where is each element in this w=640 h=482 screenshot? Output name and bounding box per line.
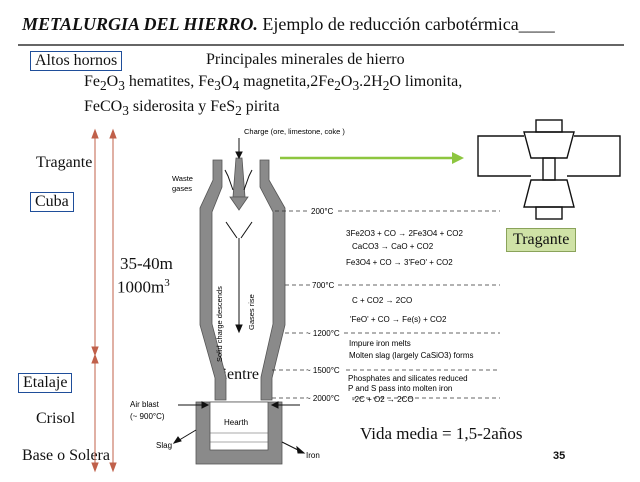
waste-gases-label-1: Waste <box>172 174 193 183</box>
temp-1500: ~ 1500°C <box>306 366 340 375</box>
temp-200: 200°C <box>311 207 334 216</box>
altos-hornos-label: Altos hornos <box>30 51 123 71</box>
gases-rise-label: Gases rise <box>247 294 256 330</box>
base-label: Base o Solera <box>22 447 110 464</box>
tragante-label: Tragante <box>36 154 93 171</box>
temp-1200: ~ 1200°C <box>306 329 340 338</box>
hearth-label: Hearth <box>224 418 248 427</box>
green-arrow <box>280 152 464 164</box>
temp-2000: ~ 2000°C <box>306 394 340 403</box>
temperature-lines <box>272 210 500 399</box>
reaction-4: C + CO2 → 2CO <box>352 296 412 305</box>
etalaje-label: Etalaje <box>18 373 73 393</box>
reaction-10: -2C + O2 → 2CO <box>352 395 414 404</box>
vida-media-text: Vida media = 1,5-2años <box>360 424 523 443</box>
title-bold: METALURGIA DEL HIERRO. <box>22 14 258 34</box>
slide-number: 35 <box>553 450 566 462</box>
height-bracket <box>91 128 117 473</box>
height-label: 35-40m <box>120 254 173 273</box>
minerals-line-1: Fe2O3 hematites, Fe3O4 magnetita,2Fe2O3.… <box>84 73 463 94</box>
temp-700: 700°C <box>312 281 335 290</box>
waste-gases-label-2: gases <box>172 184 192 193</box>
charge-label: Charge (ore, limestone, coke ) <box>244 127 345 136</box>
reaction-5: 'FeO' + CO → Fe(s) + CO2 <box>350 315 447 324</box>
air-blast-label: Air blast <box>130 400 160 409</box>
slag-label: Slag <box>156 441 172 450</box>
charge-arrow <box>235 138 243 160</box>
flow-arrows <box>225 221 253 334</box>
reaction-2: CaCO3 → CaO + CO2 <box>352 242 434 251</box>
reaction-7: Molten slag (largely CaSiO3) forms <box>349 351 473 360</box>
tragante-schematic-icon <box>477 119 621 220</box>
reaction-3: Fe3O4 + CO → 3'FeO' + CO2 <box>346 258 453 267</box>
furnace-walls <box>199 157 286 401</box>
iron-label: Iron <box>306 451 320 460</box>
crisol-label: Crisol <box>36 410 76 427</box>
waste-gas-arrows <box>224 169 253 191</box>
air-blast-arrows <box>172 401 306 454</box>
minerals-heading: Principales minerales de hierro <box>206 51 405 68</box>
reaction-6: Impure iron melts <box>349 339 411 348</box>
volume-label: 1000m3 <box>117 277 170 298</box>
tragante-tag: Tragante <box>506 228 577 252</box>
air-temp-label: (~ 900°C) <box>130 412 165 421</box>
reaction-9: P and S pass into molten iron <box>348 384 452 393</box>
slide-title: METALURGIA DEL HIERRO. Ejemplo de reducc… <box>22 14 555 35</box>
title-rest: Ejemplo de reducción carbotérmica____ <box>257 14 555 34</box>
volume-value: 1000m <box>117 277 165 297</box>
minerals-line-2: FeCO3 siderosita y FeS2 pirita <box>84 98 280 119</box>
reaction-1: 3Fe2O3 + CO → 2Fe3O4 + CO2 <box>346 229 463 238</box>
solid-charge-label: Solid charge descends <box>215 286 224 362</box>
title-divider <box>18 44 624 46</box>
cuba-label: Cuba <box>30 192 74 212</box>
reaction-8: Phosphates and silicates reduced <box>348 374 468 383</box>
hearth <box>195 401 283 465</box>
volume-sup: 3 <box>164 277 170 289</box>
